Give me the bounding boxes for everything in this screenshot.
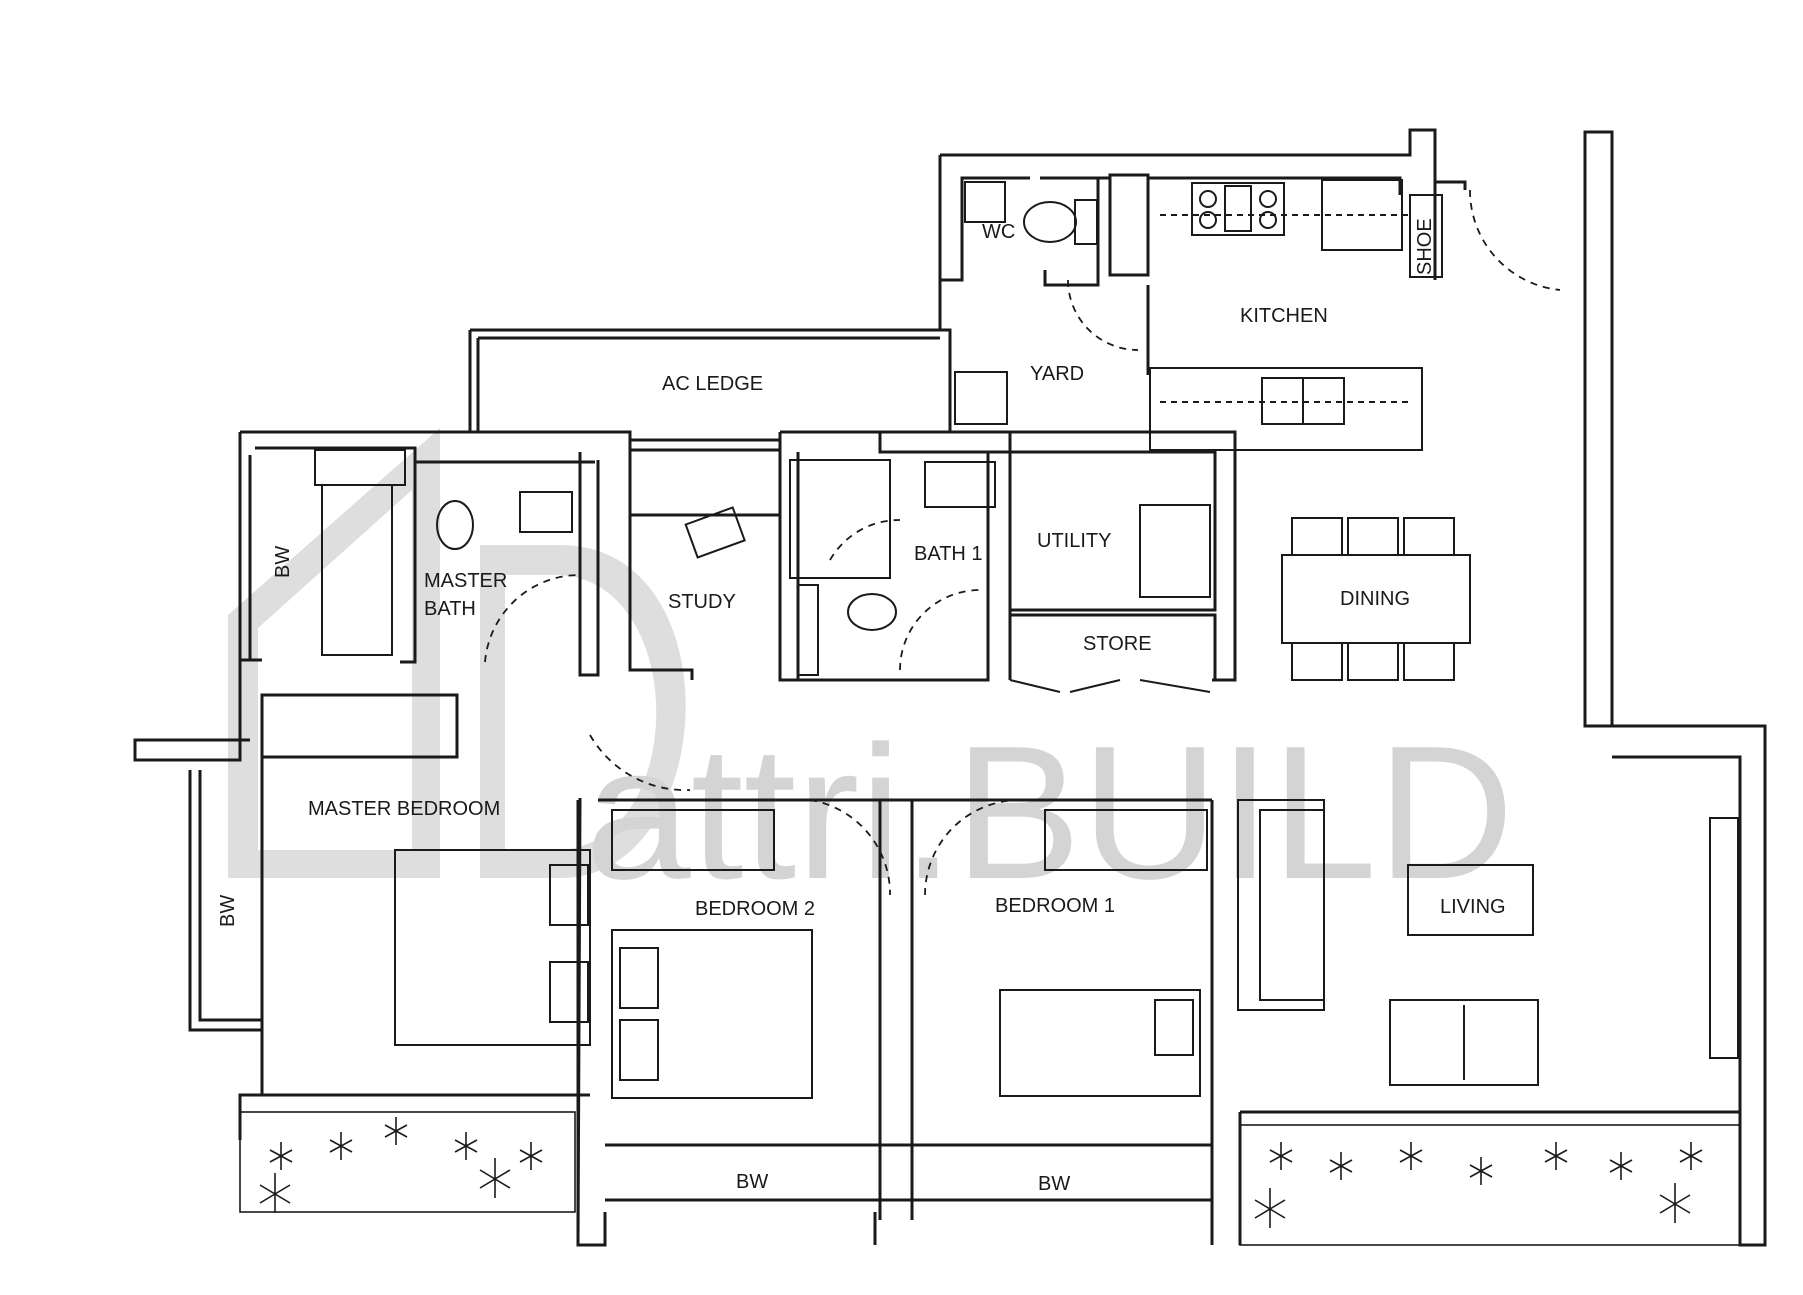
label-yard: YARD xyxy=(1030,363,1084,385)
label-dining: DINING xyxy=(1340,588,1410,610)
watermark: attri.BUILD xyxy=(228,428,1514,919)
label-kitchen: KITCHEN xyxy=(1240,305,1328,327)
planter-shrubs xyxy=(239,1111,1741,1246)
label-bath1: BATH 1 xyxy=(914,543,983,565)
kitchen-hob xyxy=(1191,182,1285,236)
bedroom2-bed xyxy=(611,929,813,1099)
shoe-cabinet xyxy=(1409,194,1443,278)
master-bed xyxy=(394,849,591,1046)
living-table xyxy=(1407,864,1534,936)
bath1-basin xyxy=(924,461,996,508)
outer-wall xyxy=(576,130,1767,1247)
label-master-bath-line1: MASTER xyxy=(424,570,507,592)
wc-toilet xyxy=(1023,201,1077,243)
shrub-icon xyxy=(259,1117,1703,1228)
watermark-house-logo xyxy=(228,428,686,878)
study-chair xyxy=(684,506,746,559)
fixtures xyxy=(314,179,1739,1099)
label-master-bedroom: MASTER BEDROOM xyxy=(308,798,500,820)
label-bedroom2: BEDROOM 2 xyxy=(695,898,815,920)
wc-basin xyxy=(964,181,1006,223)
walls xyxy=(133,128,1767,1247)
label-bw-bedroom2: BW xyxy=(736,1171,768,1193)
living-tv xyxy=(1709,817,1739,1059)
bath1-toilet xyxy=(847,593,897,631)
label-bw-master-bath: BW xyxy=(272,546,294,578)
living-sofa-front xyxy=(1389,999,1539,1086)
room-labels: WC KITCHEN SHOE YARD AC LEDGE MASTER BAT… xyxy=(217,218,1506,1195)
yard-washer xyxy=(954,371,1008,425)
label-shoe: SHOE xyxy=(1414,218,1436,275)
label-wc: WC xyxy=(982,221,1015,243)
label-living: LIVING xyxy=(1440,896,1506,918)
label-bw-master-bedroom: BW xyxy=(217,895,239,927)
label-bedroom1: BEDROOM 1 xyxy=(995,895,1115,917)
right-wall xyxy=(1583,130,1614,728)
label-utility: UTILITY xyxy=(1037,530,1111,552)
bedroom2-wardrobe xyxy=(611,809,775,871)
master-bath-basin xyxy=(519,491,573,533)
label-study: STUDY xyxy=(668,591,736,613)
label-store: STORE xyxy=(1083,633,1152,655)
master-bath-toilet xyxy=(436,500,474,550)
label-bw-bedroom1: BW xyxy=(1038,1173,1070,1195)
watermark-text: attri.BUILD xyxy=(585,707,1514,919)
label-master-bath-line2: BATH xyxy=(424,598,476,620)
label-ac-ledge: AC LEDGE xyxy=(662,373,763,395)
bedroom1-wardrobe xyxy=(1044,809,1208,871)
bedroom1-bed xyxy=(999,989,1201,1097)
doors xyxy=(484,189,1561,896)
